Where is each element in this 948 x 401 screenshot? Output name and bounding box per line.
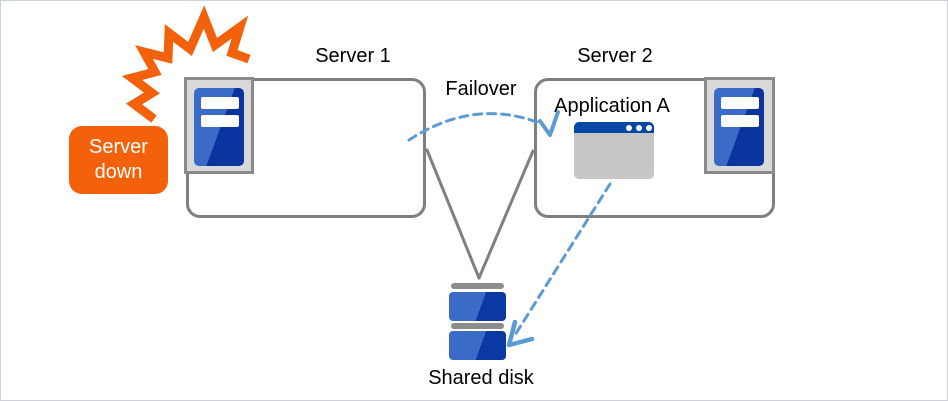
window-button-dot-icon	[626, 125, 632, 131]
server2-disk-connector	[477, 149, 535, 280]
application-window-icon	[574, 122, 654, 179]
server2-title: Server 2	[577, 45, 653, 67]
shared-disk-label: Shared disk	[428, 367, 534, 389]
server-down-badge-line2: down	[94, 161, 143, 183]
failover-arrow	[407, 112, 544, 142]
server-tower-icon	[714, 88, 764, 166]
server-drive-bay-icon	[201, 115, 239, 127]
disk-cap	[451, 283, 504, 289]
disk-cap	[451, 323, 504, 329]
server-drive-bay-icon	[721, 115, 759, 127]
application-a-label: Application A	[554, 95, 670, 117]
server-tower-icon	[194, 88, 244, 166]
window-button-dot-icon	[636, 125, 642, 131]
server-drive-bay-icon	[201, 97, 239, 109]
server1-disk-connector	[425, 148, 481, 280]
server-drive-bay-icon	[721, 97, 759, 109]
server-down-badge: Server down	[69, 126, 168, 194]
server2-hardware-icon	[704, 77, 775, 174]
disk-platter	[449, 292, 506, 321]
app-disk-arrowhead-icon	[506, 319, 535, 348]
server1-title: Server 1	[315, 45, 391, 67]
disk-platter	[449, 331, 506, 360]
server1-hardware-icon	[184, 77, 254, 174]
window-button-dot-icon	[646, 125, 652, 131]
server-down-badge-line1: Server	[89, 136, 148, 158]
window-titlebar	[574, 122, 654, 133]
shared-disk-icon	[449, 283, 506, 361]
failover-label: Failover	[445, 78, 517, 100]
